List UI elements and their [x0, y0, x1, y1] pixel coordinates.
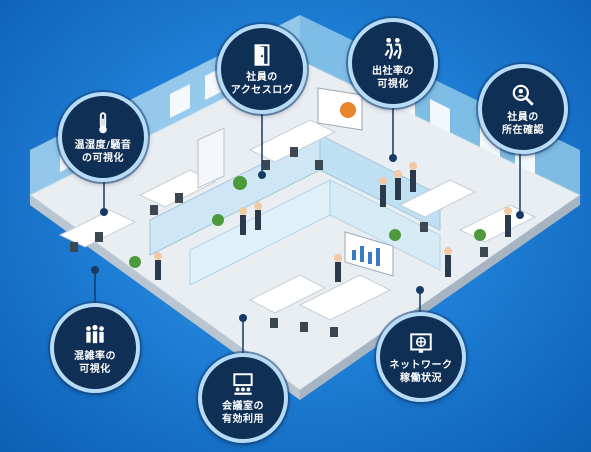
- callout-temperature-label: 温湿度/騒音 の可視化: [74, 139, 132, 164]
- connector-dots: [91, 154, 524, 322]
- callout-location-check: 社員の 所在確認: [478, 64, 568, 154]
- floor-edge-right: [300, 195, 580, 400]
- callout-access-log: 社員の アクセスログ: [217, 24, 307, 114]
- walking-people-icon: [384, 37, 402, 59]
- callout-location-label: 社員の 所在確認: [502, 111, 544, 136]
- callout-meeting-room-usage: 会議室の 有効利用: [198, 353, 288, 443]
- plants: [129, 176, 486, 268]
- glass-wall-2: [329, 179, 441, 271]
- floor-edge-left: [30, 195, 300, 400]
- callout-crowding-rate: 混雑率の 可視化: [50, 303, 140, 393]
- chairs: [70, 147, 488, 337]
- desks: [58, 119, 537, 321]
- group-people-icon: [86, 324, 104, 343]
- screen-bars: [352, 246, 380, 266]
- callout-attendance-label: 出社率の 可視化: [372, 65, 414, 90]
- callout-temperature-noise: 温湿度/騒音 の可視化: [58, 92, 148, 182]
- door-icon: [254, 43, 270, 66]
- magnifier-person-icon: [512, 84, 534, 106]
- bookshelf: [197, 127, 225, 189]
- callout-crowding-label: 混雑率の 可視化: [74, 350, 116, 375]
- pie-graphic: [340, 102, 356, 118]
- network-globe-icon: [410, 332, 432, 353]
- callout-meeting-label: 会議室の 有効利用: [222, 400, 264, 425]
- callout-attendance-rate: 出社率の 可視化: [348, 18, 438, 108]
- presentation-icon: [233, 372, 253, 395]
- callout-network-label: ネットワーク 稼働状況: [389, 359, 453, 384]
- thermometer-icon: [99, 111, 107, 133]
- callout-access-label: 社員の アクセスログ: [230, 71, 294, 96]
- callout-network-status: ネットワーク 稼働状況: [376, 312, 466, 402]
- presentation-screen: [317, 87, 363, 131]
- people: [154, 162, 512, 282]
